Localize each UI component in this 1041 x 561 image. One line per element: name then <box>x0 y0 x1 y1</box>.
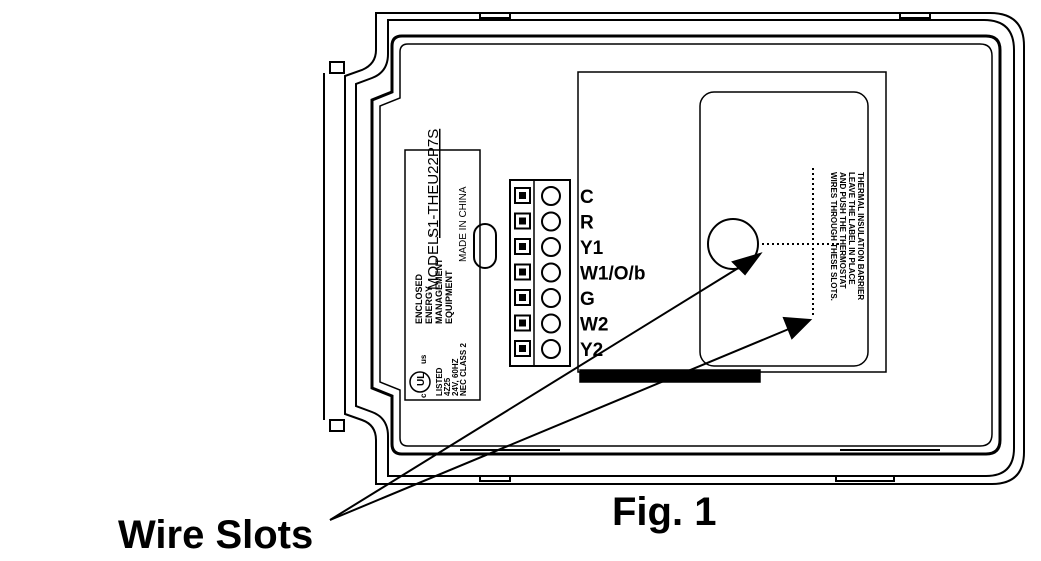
ul-line-3: 24V, 60HZ <box>451 358 460 396</box>
model-label-plate: ENCLOSED ENERGY MANAGEMENT EQUIPMENT MOD… <box>404 129 481 401</box>
insulation-note-line-4: WIRES THROUGH THESE SLOTS. <box>829 172 838 301</box>
figure-caption: Fig. 1 <box>612 490 716 534</box>
terminal-screw-r <box>514 212 531 230</box>
terminal-screw-y1 <box>514 238 531 255</box>
arrow-head-1 <box>731 252 763 276</box>
terminal-wire-hole <box>541 262 561 283</box>
terminal-label-w2: W2 <box>580 315 609 336</box>
terminal-screw-head <box>519 217 526 225</box>
insulation-note: THERMAL INSULATION BARRIER LEAVE THE LAB… <box>829 172 865 301</box>
terminal-screw-head <box>519 268 526 276</box>
panel-tabs <box>460 12 940 482</box>
terminal-screw-c <box>514 187 531 204</box>
terminal-screw-head <box>519 192 526 199</box>
ul-c-text: c <box>419 393 428 398</box>
ul-mark-text: UL <box>416 373 427 386</box>
terminal-screw-head <box>519 319 526 327</box>
ul-listing-mark: UL c us LISTED 4Z25 24V, 60HZ NEC CLASS … <box>409 343 468 398</box>
wire-slot-panel <box>577 71 887 383</box>
terminal-wire-hole <box>541 186 561 206</box>
equipment-line-1: ENCLOSED <box>414 273 424 324</box>
arrow-head-2 <box>782 316 813 340</box>
mounting-clip-bottom <box>329 419 345 432</box>
mounting-clip-top <box>323 61 345 420</box>
ul-line-1: LISTED <box>435 367 444 396</box>
ul-line-2: 4Z25 <box>443 377 452 396</box>
terminal-label-g: G <box>580 289 595 310</box>
terminal-wire-hole <box>541 237 561 257</box>
ul-us-text: us <box>419 354 428 364</box>
terminal-screw-w1ob <box>514 263 531 281</box>
equipment-line-2: ENERGY <box>424 286 434 324</box>
callout-arrows <box>329 252 813 521</box>
terminal-wire-hole <box>541 288 561 308</box>
terminal-screw-head <box>519 243 526 250</box>
terminal-label-r: R <box>580 213 594 234</box>
terminal-wire-hole <box>541 339 561 359</box>
terminal-screw-y2 <box>514 340 531 357</box>
terminal-screw-head <box>519 345 526 352</box>
keyhole-slot <box>473 223 497 269</box>
wire-slot-hole <box>707 218 759 270</box>
terminal-wire-hole <box>541 313 561 334</box>
terminal-label-c: C <box>580 187 594 208</box>
model-number: S1-THEU22P7S <box>425 129 442 238</box>
inner-panel-edge <box>379 43 993 447</box>
insulation-note-line-1: THERMAL INSULATION BARRIER <box>856 172 865 300</box>
terminal-label-w1ob: W1/O/b <box>580 264 645 285</box>
equipment-line-4: EQUIPMENT <box>444 270 454 324</box>
ul-line-4: NEC CLASS 2 <box>459 343 468 396</box>
terminal-screw-head <box>519 294 526 301</box>
insulation-note-line-2: LEAVE THE LABEL IN PLACE <box>847 172 856 285</box>
wire-slots-label: Wire Slots <box>118 513 313 557</box>
made-in-label: MADE IN CHINA <box>458 186 469 262</box>
inner-panel <box>370 34 1002 456</box>
terminal-screw-w2 <box>514 314 531 332</box>
terminal-screw-g <box>514 289 531 306</box>
terminal-wire-hole <box>541 211 561 232</box>
equipment-line-3: MANAGEMENT <box>434 258 444 324</box>
model-prefix: MODEL: <box>425 232 442 290</box>
perforated-slot-lines <box>762 168 840 318</box>
terminal-label-y1: Y1 <box>580 238 604 259</box>
housing-outline <box>344 12 1025 485</box>
insulation-note-line-3: AND PUSH THE THERMOSTAT <box>838 172 847 289</box>
